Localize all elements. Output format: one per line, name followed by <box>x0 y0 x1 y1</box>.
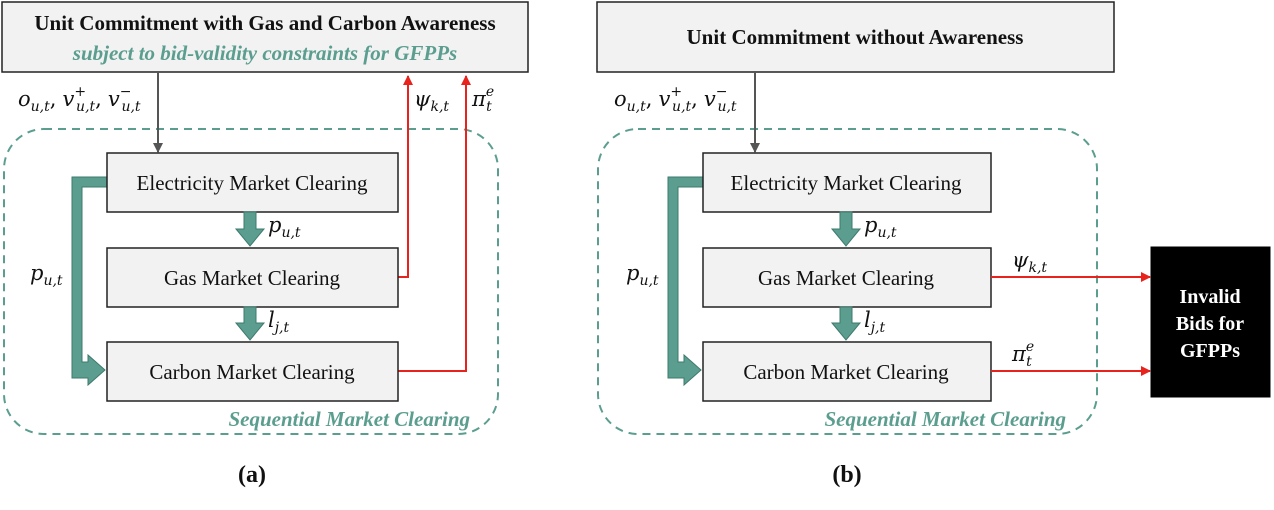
carbon-box-b <box>702 341 992 402</box>
commitment-label-b: ou,t,v+u,t,v−u,t <box>614 84 737 115</box>
group-box-b <box>597 128 1098 435</box>
top-title-b: Unit Commitment without Awareness <box>687 25 1024 49</box>
caption-a: (a) <box>238 462 266 488</box>
l-down-arrow-a <box>234 306 266 341</box>
panel-b: Sequential Market Clearing Unit Commitme… <box>596 1 1271 488</box>
l-down-arrow-b <box>830 306 862 341</box>
pi-feedback-arrow-a <box>398 75 471 372</box>
invalid-line-3: GFPPs <box>1180 340 1240 362</box>
carbon-label-b: Carbon Market Clearing <box>743 360 949 384</box>
commitment-label-a: ou,t,v+u,t,v−u,t <box>18 84 141 115</box>
carbon-box-a <box>106 341 399 402</box>
gas-box-b <box>702 247 992 308</box>
carbon-label-a: Carbon Market Clearing <box>149 360 355 384</box>
electricity-label-a: Electricity Market Clearing <box>137 171 368 195</box>
top-box-a <box>1 1 529 73</box>
p-bypass-arrow-a <box>71 176 108 387</box>
group-label-a: Sequential Market Clearing <box>228 407 470 431</box>
top-subtitle-a: subject to bid-validity constraints for … <box>72 41 457 65</box>
invalid-bids-box <box>1150 246 1271 398</box>
group-label-b: Sequential Market Clearing <box>824 407 1066 431</box>
p-down-arrow-b <box>830 211 862 247</box>
psi-feedback-arrow-a <box>398 75 413 278</box>
top-box-b <box>596 1 1115 73</box>
gas-label-a: Gas Market Clearing <box>164 266 341 290</box>
p-down-label-b: pu,t <box>864 213 897 241</box>
group-box-a <box>3 128 499 435</box>
top-title-a: Unit Commitment with Gas and Carbon Awar… <box>34 11 495 35</box>
gas-box-a <box>106 247 399 308</box>
invalid-line-1: Invalid <box>1179 286 1240 308</box>
psi-label-a: ψk,t <box>414 87 449 115</box>
p-bypass-arrow-b <box>667 176 704 387</box>
caption-b: (b) <box>832 462 861 488</box>
p-bypass-label-b: pu,t <box>626 261 659 289</box>
p-down-arrow-a <box>234 211 266 247</box>
electricity-label-b: Electricity Market Clearing <box>731 171 962 195</box>
invalid-line-2: Bids for <box>1176 313 1244 335</box>
l-down-label-a: lj,t <box>268 308 290 336</box>
p-bypass-label-a: pu,t <box>30 261 63 289</box>
gas-label-b: Gas Market Clearing <box>758 266 935 290</box>
psi-label-b: ψk,t <box>1012 248 1047 276</box>
l-down-label-b: lj,t <box>864 308 886 336</box>
panel-a: Sequential Market Clearing Unit Commitme… <box>1 1 529 488</box>
p-down-label-a: pu,t <box>268 213 301 241</box>
